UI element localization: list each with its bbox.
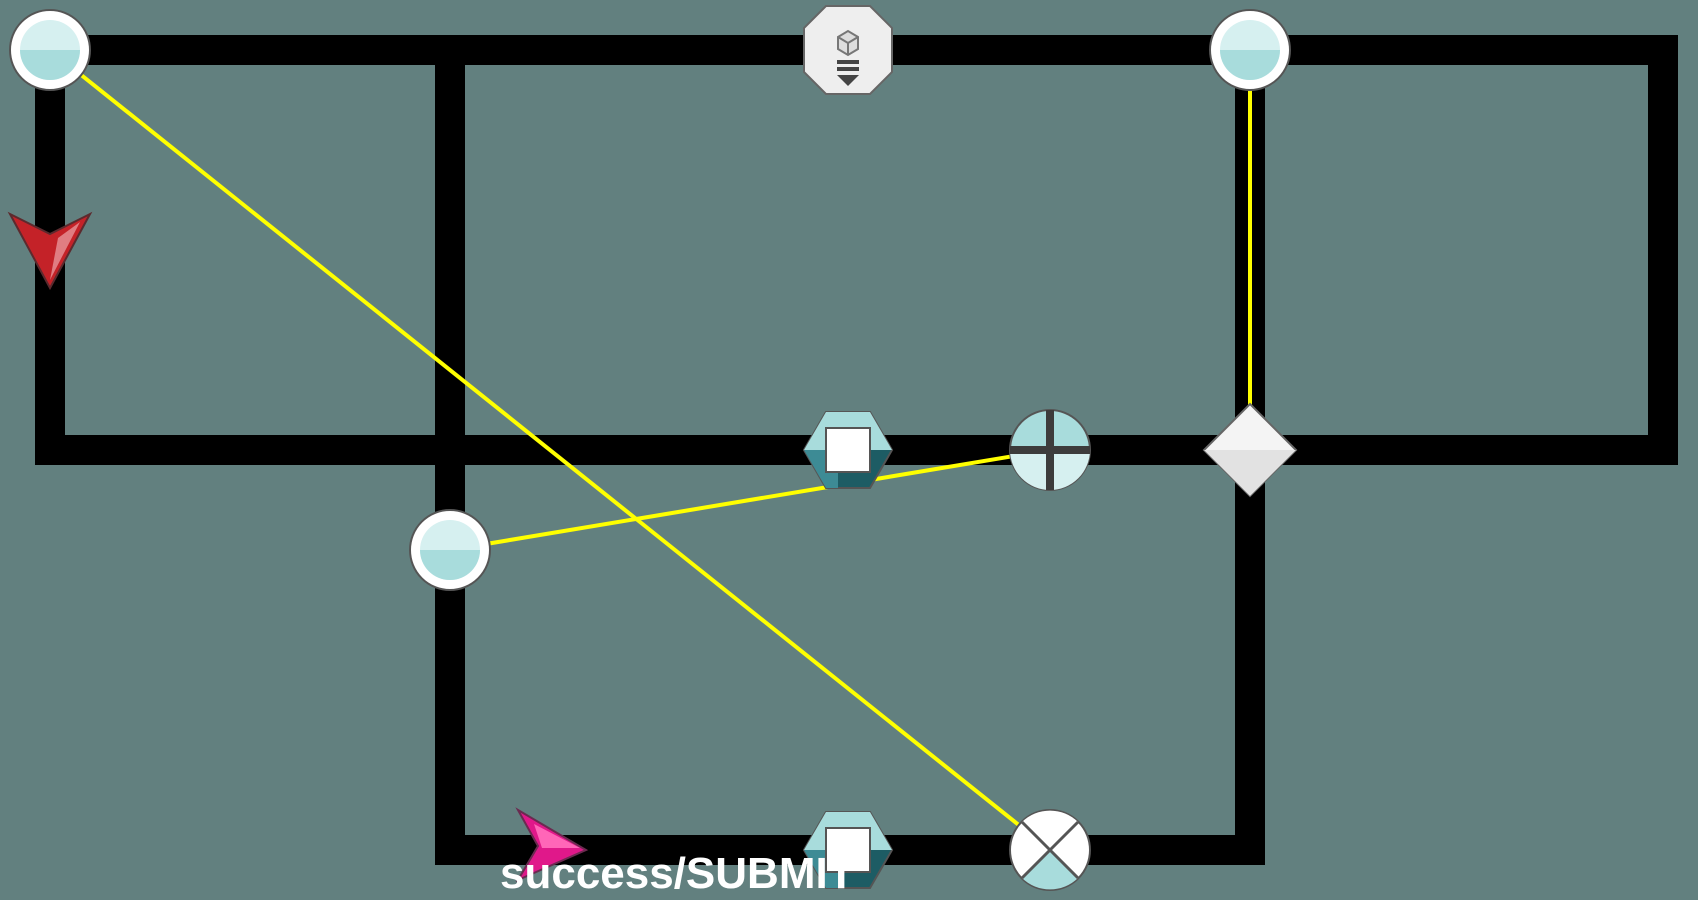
half-filled-circle-icon bbox=[409, 509, 491, 591]
cube-dispenser-icon bbox=[803, 5, 893, 95]
down-arrow-icon bbox=[7, 211, 93, 291]
junction-node-diamond[interactable] bbox=[1202, 402, 1298, 498]
half-filled-circle-icon bbox=[1209, 9, 1291, 91]
diamond-junction-icon bbox=[1202, 402, 1298, 498]
toggle-node-top-right[interactable] bbox=[1209, 9, 1291, 91]
track-outer-top bbox=[35, 35, 1678, 465]
start-arrow bbox=[7, 211, 93, 291]
toggle-node-top-left[interactable] bbox=[9, 9, 91, 91]
link-line-diagonal bbox=[48, 48, 1052, 852]
cube-dispenser-node-top[interactable] bbox=[803, 5, 893, 95]
status-label: success/SUBMIT bbox=[500, 849, 855, 898]
link-line-middle bbox=[449, 448, 1051, 552]
right-arrow-icon bbox=[515, 807, 589, 883]
plus-switch-icon bbox=[1009, 409, 1091, 491]
switch-node-plus[interactable] bbox=[1009, 409, 1091, 491]
hex-cube-icon bbox=[802, 411, 894, 489]
toggle-node-middle-left[interactable] bbox=[409, 509, 491, 591]
cube-block-node-middle[interactable] bbox=[802, 411, 894, 489]
cube-block-node-bottom[interactable] bbox=[802, 811, 894, 889]
end-arrow bbox=[515, 807, 589, 883]
link-lines bbox=[48, 48, 1252, 852]
hex-cube-icon bbox=[802, 811, 894, 889]
switch-node-x[interactable] bbox=[1009, 809, 1091, 891]
half-filled-circle-icon bbox=[9, 9, 91, 91]
x-switch-icon bbox=[1009, 809, 1091, 891]
